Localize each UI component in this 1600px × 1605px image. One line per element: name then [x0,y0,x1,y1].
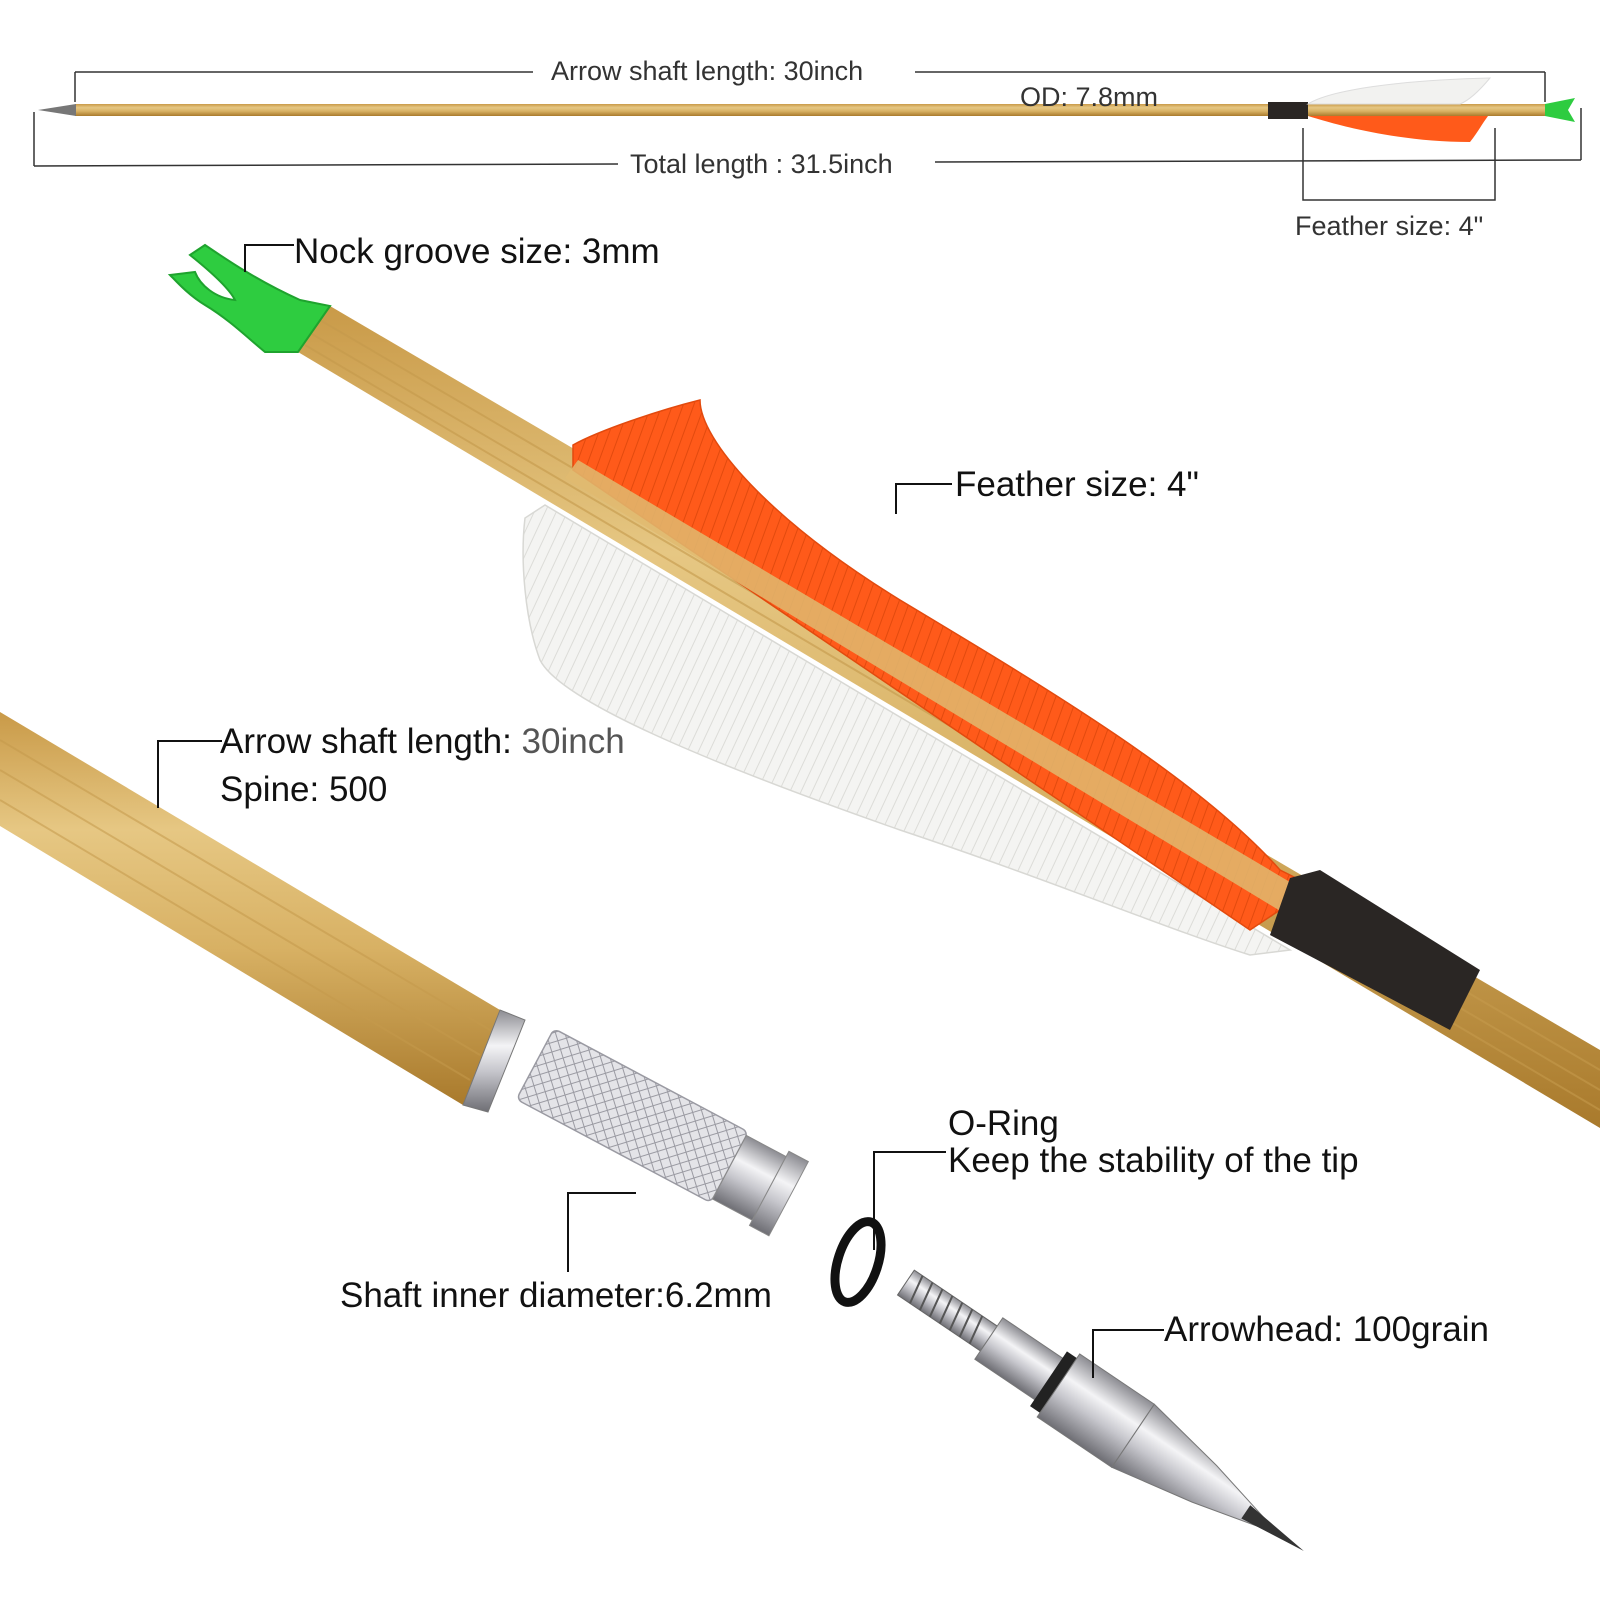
overview-shaft [75,104,1545,116]
top-shaft-length-label: Arrow shaft length: 30inch [543,58,872,85]
feather-leader [895,483,952,514]
nock-groove-label: Nock groove size: 3mm [294,232,660,271]
overview-nock-icon [1545,98,1575,122]
feather-wrap [1270,870,1480,1030]
insert-leader [567,1192,636,1272]
arrowhead-label: Arrowhead: 100grain [1164,1310,1489,1349]
feather-size-label: Feather size: 4" [955,465,1199,504]
white-feather [522,504,1293,956]
overview-white-feather [1306,77,1492,105]
shaft-length-label: Arrow shaft length: 30inch [220,724,625,759]
shaft-lower-segment [0,712,500,1105]
shaft-closeup [0,712,526,1113]
arrowhead-leader [1092,1329,1164,1378]
dimension-lines [33,71,1582,201]
feather-size-bracket [1302,128,1496,201]
o-ring-icon [830,1217,886,1307]
arrowhead-icon [896,1269,1304,1551]
total-length-dim-left [33,163,619,167]
shaft-over-fletch [565,460,1300,912]
overview-arrowhead-icon [38,104,76,116]
inner-diameter-label: Shaft inner diameter:6.2mm [340,1276,772,1315]
top-feather-size-label: Feather size: 4" [1295,211,1484,241]
spine-label: Spine: 500 [220,770,388,809]
fletching-closeup [167,243,1600,1128]
shaft-end-ring [462,1009,526,1113]
overview-wrap [1268,102,1308,119]
top-total-length-label: Total length : 31.5inch [622,151,901,178]
oring-title-label: O-Ring [948,1104,1059,1143]
callout-leaders [157,244,1164,1378]
shaft-leader [157,740,222,808]
top-od-label: OD: 7.8mm [1020,82,1159,112]
overview-orange-feather [1308,116,1488,142]
oring-leader [873,1151,946,1250]
shaft-length-value: 30inch [521,722,625,761]
shaft-length-prefix: Arrow shaft length: [220,722,522,761]
nock-icon [167,243,332,353]
total-length-dim-right [934,159,1582,163]
full-arrow-overview [33,71,1582,201]
nock-leader [244,244,294,272]
insert-icon [517,1030,810,1237]
oring-desc-label: Keep the stability of the tip [948,1141,1359,1180]
